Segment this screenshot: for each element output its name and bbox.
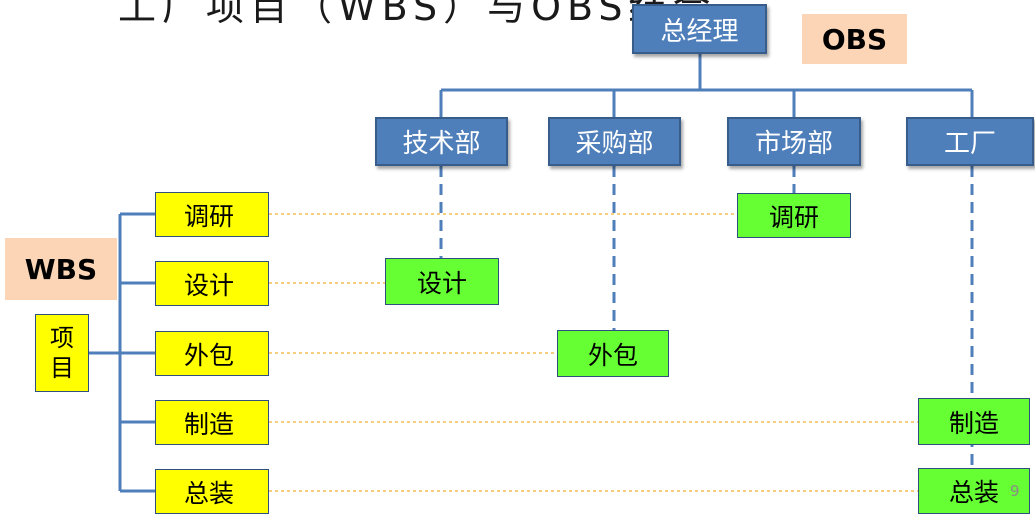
matrix-cell-research: 调研 xyxy=(737,193,851,238)
obs-root-box: 总经理 xyxy=(632,4,767,54)
obs-tag: OBS xyxy=(802,14,907,64)
project-char-1: 项 xyxy=(50,324,74,352)
department-box-purchasing: 采购部 xyxy=(548,117,681,166)
wbs-task-outsourcing: 外包 xyxy=(155,331,269,376)
department-box-tech: 技术部 xyxy=(375,117,508,166)
slide-heading: 工厂项目（WBS）与OBS结合 xyxy=(118,0,717,29)
task-guide-lines xyxy=(269,213,918,492)
project-char-2: 目 xyxy=(50,354,74,382)
matrix-cell-manufacturing: 制造 xyxy=(918,398,1030,445)
department-box-factory: 工厂 xyxy=(906,117,1034,166)
matrix-cell-assembly: 总装 xyxy=(918,468,1030,514)
department-dashed-lines xyxy=(439,166,974,468)
wbs-tree-lines xyxy=(89,212,155,493)
wbs-task-assembly: 总装 xyxy=(155,469,269,514)
project-box: 项 目 xyxy=(35,314,89,392)
wbs-task-design: 设计 xyxy=(155,261,269,306)
wbs-tag: WBS xyxy=(5,238,117,300)
matrix-cell-outsourcing: 外包 xyxy=(557,330,669,377)
department-box-marketing: 市场部 xyxy=(727,117,861,166)
wbs-task-research: 调研 xyxy=(155,192,269,237)
matrix-cell-design: 设计 xyxy=(385,258,499,305)
wbs-task-manufacturing: 制造 xyxy=(155,400,269,445)
obs-tree-lines xyxy=(439,54,974,117)
page-number: 9 xyxy=(1010,482,1020,500)
